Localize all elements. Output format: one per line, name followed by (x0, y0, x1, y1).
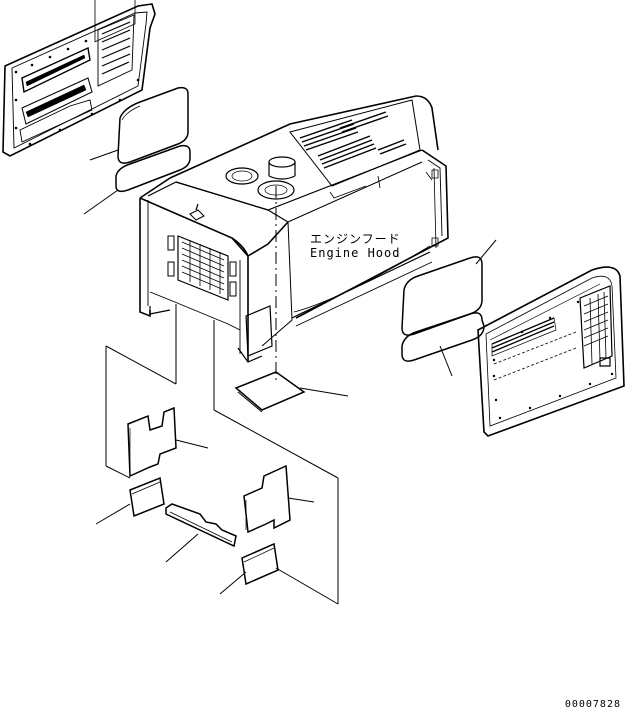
hood-top-hole-left (226, 168, 258, 184)
leader-line-pad-upper (90, 150, 118, 160)
leader-line-bottom-plate (300, 388, 348, 396)
right-side-door-panel (478, 267, 624, 436)
right-door-grille (580, 286, 612, 368)
hood-top-hole-center (258, 181, 294, 199)
leader-line-strip-c (166, 534, 198, 562)
engine-hood-body (140, 96, 448, 380)
left-side-door-panel (3, 0, 155, 156)
left-door-insulation-pad-lower (116, 146, 190, 192)
leader-line-pad-b (96, 504, 130, 524)
drawing-number: 00007828 (564, 699, 621, 710)
front-insulation-strip-c (166, 504, 236, 546)
hood-label-english: Engine Hood (310, 246, 401, 260)
hood-label-japanese: エンジンフード (310, 232, 401, 246)
leader-line-pad-e (220, 572, 246, 594)
leader-line-pad-lower (84, 190, 118, 214)
right-door-insulation-pad-upper (402, 257, 482, 335)
door-grille (95, 0, 135, 42)
right-door-slot-vent (492, 318, 556, 356)
bottom-insulation-plate (236, 372, 304, 412)
leader-line-pad-a (176, 440, 208, 448)
exhaust-pipe-opening (269, 157, 295, 179)
side-insulation-pad-d (244, 466, 290, 532)
hood-top-grille-rear (300, 112, 406, 168)
leader-line-pad-d (288, 498, 314, 502)
leader-line-right-pad-lower (440, 346, 452, 376)
leader-line-right-pad-upper (476, 240, 496, 264)
front-insulation-pad-b (130, 478, 164, 516)
front-insulation-pad-a (128, 408, 176, 476)
exploded-view-frame (106, 304, 338, 604)
hood-front-grille (178, 236, 228, 300)
left-door-insulation-pad-upper (118, 88, 188, 164)
side-insulation-pad-e (242, 544, 278, 584)
